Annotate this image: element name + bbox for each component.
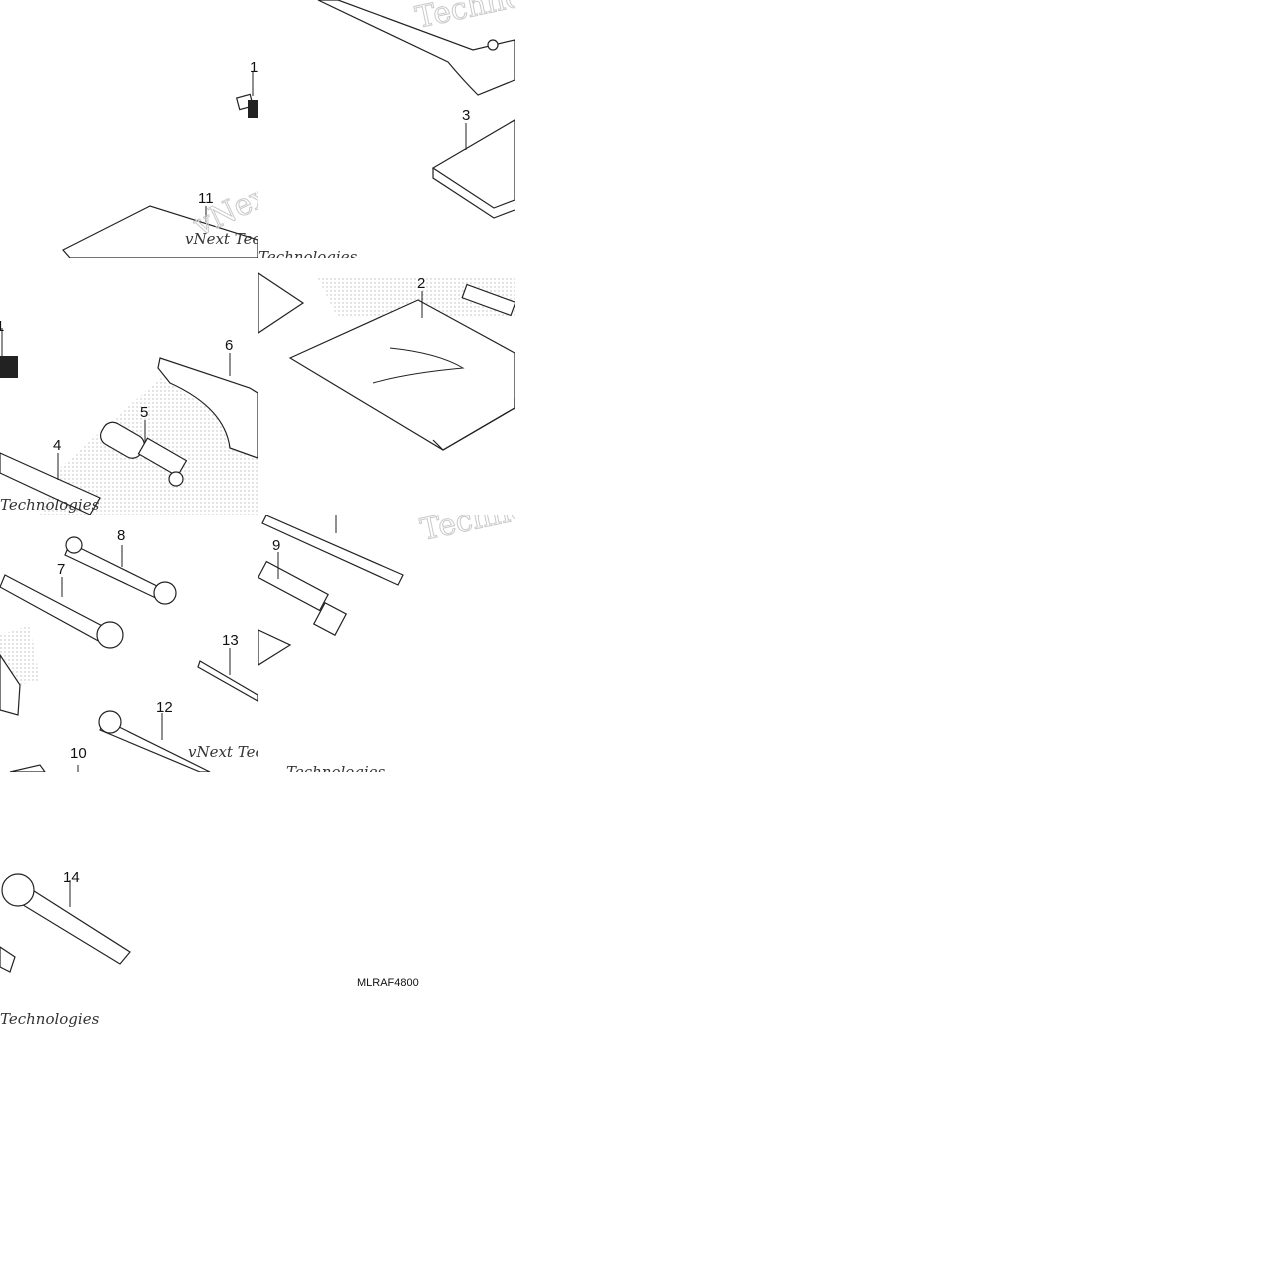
- watermark-text-c: Technologies: [0, 496, 100, 514]
- tile-middle-right: 2: [258, 258, 515, 515]
- pouch-corner-part: [258, 272, 305, 334]
- screwdriver-part: [100, 421, 188, 487]
- callout-10: 10: [70, 745, 87, 762]
- tool-bag-part: [62, 205, 258, 258]
- callout-13: 13: [222, 632, 239, 649]
- callout-14: 14: [63, 869, 80, 886]
- extension-bar-part: [0, 452, 101, 515]
- envelope-flap-part: [317, 0, 515, 96]
- callout-5: 5: [140, 404, 148, 421]
- tile-lower-left: 14 Technologies: [0, 772, 258, 1029]
- callout-3: 3: [462, 107, 470, 124]
- wrench-12-part: [98, 710, 211, 772]
- callout-2: 2: [417, 275, 425, 292]
- callout-1: 1: [250, 59, 258, 76]
- tile-top-right: 3 Technologies Technologies: [258, 0, 515, 258]
- callout-1b: 1: [0, 318, 4, 335]
- key-part-icon: [235, 93, 258, 118]
- callout-11: 11: [198, 190, 214, 207]
- manual-part: [431, 119, 515, 209]
- watermark-text-b: Technologies: [258, 248, 358, 258]
- spanner-plate-part: [157, 357, 258, 459]
- tile-top-left: 1 11 vNext Tec vNext: [0, 0, 258, 258]
- wrench-handle-part: [0, 653, 21, 716]
- callout-8: 8: [117, 527, 125, 544]
- clip-part: [0, 356, 18, 378]
- tile-bottom-right: 9 Technologies Technologies: [258, 515, 515, 772]
- callout-7: 7: [57, 561, 65, 578]
- callout-4: 4: [53, 437, 61, 454]
- watermark-brand-b: Technologies: [412, 0, 515, 36]
- bar-part: [261, 515, 404, 586]
- wrench-8-part: [64, 536, 177, 605]
- callout-12: 12: [156, 699, 173, 716]
- watermark-text-e: vNext Tec: [188, 743, 258, 761]
- rod-13-part: [197, 660, 258, 702]
- socket-wrench-9-part: [258, 560, 348, 637]
- watermark-text: vNext Tec: [185, 230, 258, 248]
- callout-6: 6: [225, 337, 233, 354]
- ring-wrench-14-part: [1, 873, 131, 965]
- wrench-7-part: [0, 574, 124, 649]
- watermark-text-g: Technologies: [0, 1010, 100, 1028]
- callout-9: 9: [272, 537, 280, 554]
- tile-bottom-left: 8 7 12 13 10 vNext Tec: [0, 515, 258, 772]
- watermark-brand-f: Technologies: [417, 515, 515, 548]
- tile-middle-left: 1 6 5 4 Technologies: [0, 258, 258, 515]
- tool-pouch-part: [288, 299, 515, 451]
- watermark-text-f: Technologies: [286, 763, 386, 772]
- diagram-reference-code: MLRAF4800: [357, 977, 419, 989]
